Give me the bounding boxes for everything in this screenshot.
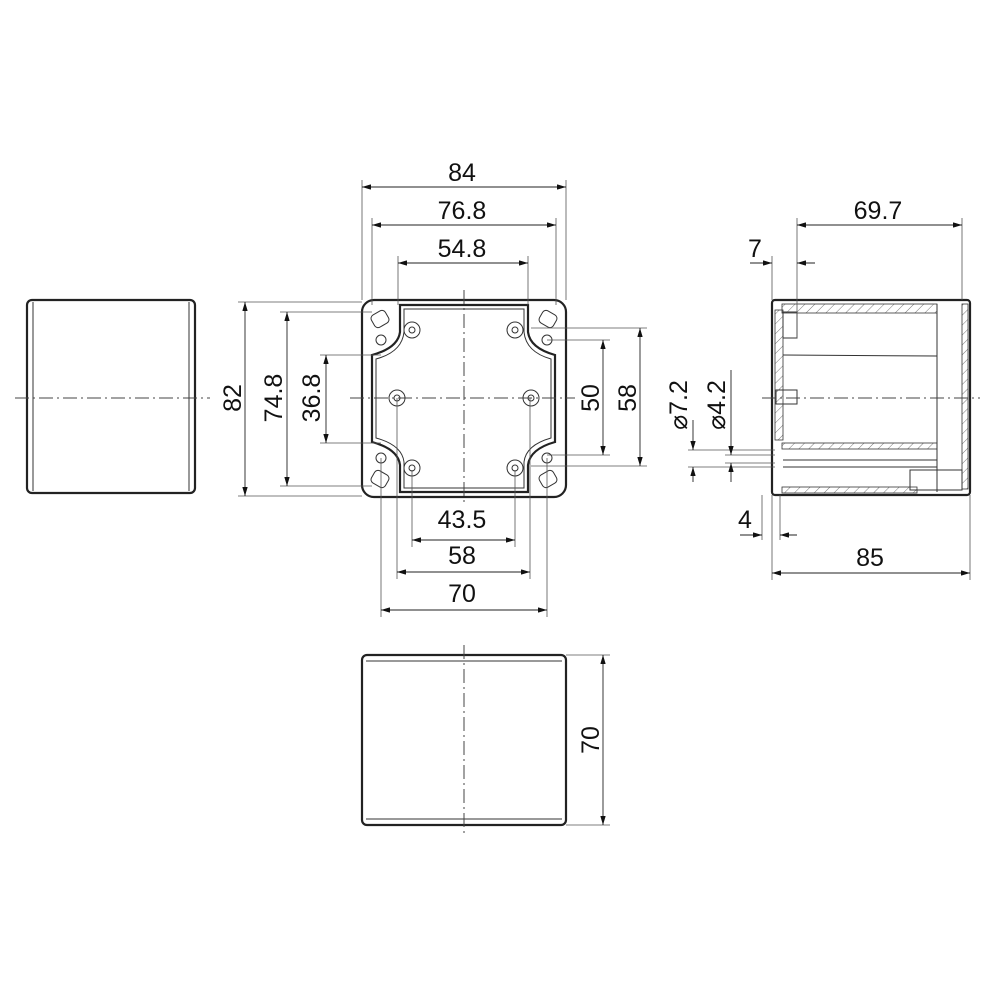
dim-inner-top-width: 54.8 xyxy=(438,235,487,263)
dim-rim-width: 76.8 xyxy=(438,197,487,225)
side-dimension-lines xyxy=(688,218,971,580)
dim-lid-offset: 7 xyxy=(748,235,762,263)
dim-hole-spacing-left: 36.8 xyxy=(298,374,326,423)
bottom-view xyxy=(360,645,610,835)
front-view xyxy=(350,290,575,505)
front-dimension-lines xyxy=(238,180,647,617)
dim-bottom-inner-width: 70 xyxy=(448,580,476,608)
dim-inner-depth: 69.7 xyxy=(854,197,903,225)
dim-hole-outer-diameter: ⌀7.2 xyxy=(665,380,693,430)
dim-wall-offset: 4 xyxy=(738,506,752,534)
dim-overall-height: 82 xyxy=(219,384,247,412)
left-side-view xyxy=(15,298,210,495)
dim-overall-depth: 85 xyxy=(856,544,884,572)
dim-mount-spacing-right: 58 xyxy=(614,384,642,412)
side-section-view xyxy=(762,298,980,497)
dim-hole-inner-diameter: ⌀4.2 xyxy=(703,380,731,430)
dim-overall-width: 84 xyxy=(448,159,476,187)
dim-bottom-hole-spacing: 43.5 xyxy=(438,506,487,534)
dim-bottom-view-height: 70 xyxy=(577,726,605,754)
dim-rim-height: 74.8 xyxy=(260,374,288,423)
dim-hole-spacing-right: 50 xyxy=(577,384,605,412)
dim-bottom-mount-spacing: 58 xyxy=(448,542,476,570)
